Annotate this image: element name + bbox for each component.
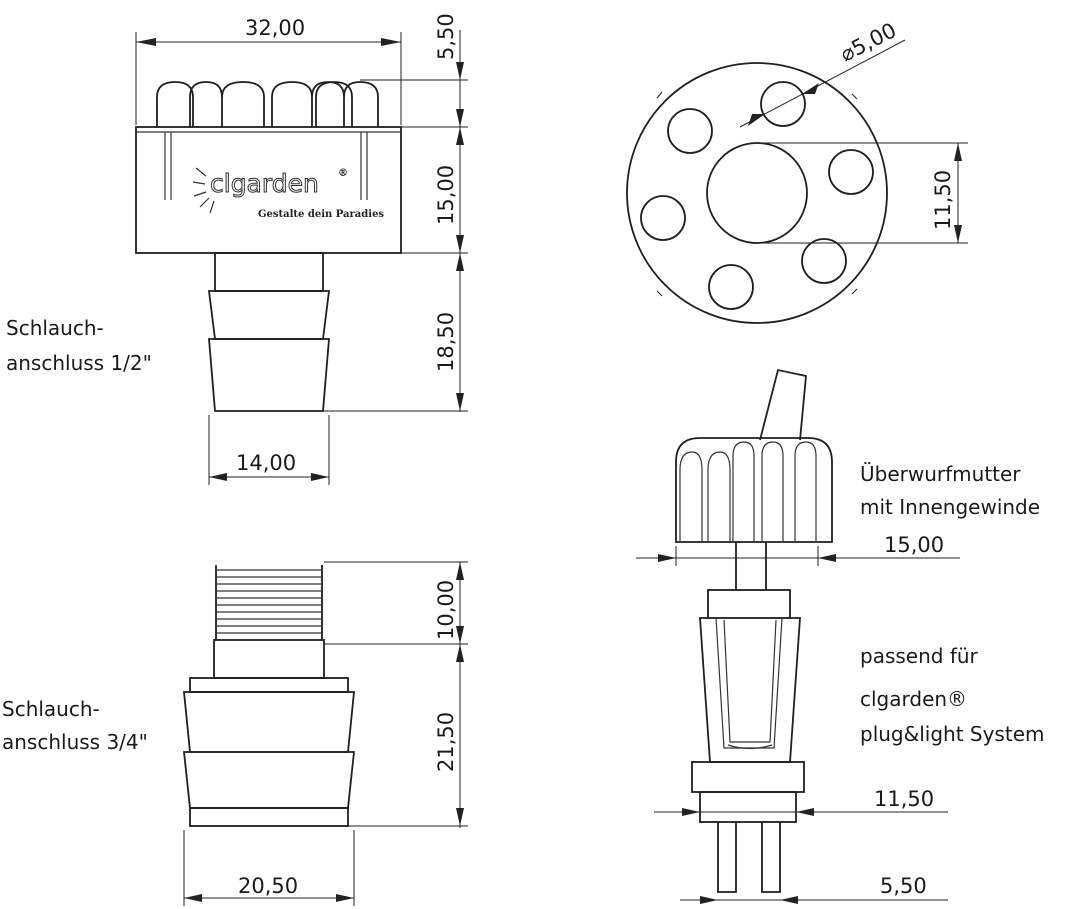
plug-connector [675, 368, 833, 893]
dim-pin-spacing: 5,50 [880, 874, 927, 898]
dim-hose-length: 18,50 [434, 312, 458, 372]
label-fits-line1: passend für [860, 644, 979, 668]
led-head-top-view [626, 62, 888, 324]
dims-top-left: 32,00 5,50 15,00 18,50 14,00 [135, 13, 468, 485]
dim-center-hole: 11,50 [931, 170, 955, 230]
logo-registered-mark: ® [338, 168, 348, 179]
dim-thread-height: 10,00 [434, 580, 458, 640]
label-hose-half-line1: Schlauch- [6, 316, 104, 340]
dims-bottom-left: 10,00 21,50 20,50 [183, 561, 468, 906]
dim-body-height: 15,00 [434, 165, 458, 225]
thread-adapter [182, 565, 356, 827]
dim-adapter-height: 21,50 [434, 712, 458, 772]
dim-adapter-width: 20,50 [238, 874, 298, 898]
dims-bottom-right: 15,00 11,50 5,50 [636, 533, 960, 904]
label-hose-threequarter-line2: anschluss 3/4" [2, 730, 148, 754]
label-fits-line3: plug&light System [860, 722, 1044, 746]
label-nut-line2: mit Innengewinde [860, 495, 1040, 519]
label-hose-half-line2: anschluss 1/2" [6, 351, 152, 375]
logo-text: clgarden [210, 169, 319, 198]
dims-top-right: ⌀5,00 11,50 [739, 18, 968, 244]
dim-top-width: 32,00 [245, 16, 305, 40]
dim-led-height: 5,50 [434, 13, 458, 60]
clgarden-logo: clgarden ® Gestalte dein Paradies [192, 167, 384, 220]
logo-tagline: Gestalte dein Paradies [258, 209, 384, 220]
label-fits-line2: clgarden® [860, 687, 967, 711]
led-head-side-view: clgarden ® Gestalte dein Paradies [135, 81, 402, 412]
label-nut-line1: Überwurfmutter [860, 462, 1021, 486]
label-hose-threequarter-line1: Schlauch- [2, 697, 100, 721]
dim-hose-width: 14,00 [236, 451, 296, 475]
dim-nut-width: 15,00 [884, 533, 944, 557]
dim-plug-width: 11,50 [874, 787, 934, 811]
